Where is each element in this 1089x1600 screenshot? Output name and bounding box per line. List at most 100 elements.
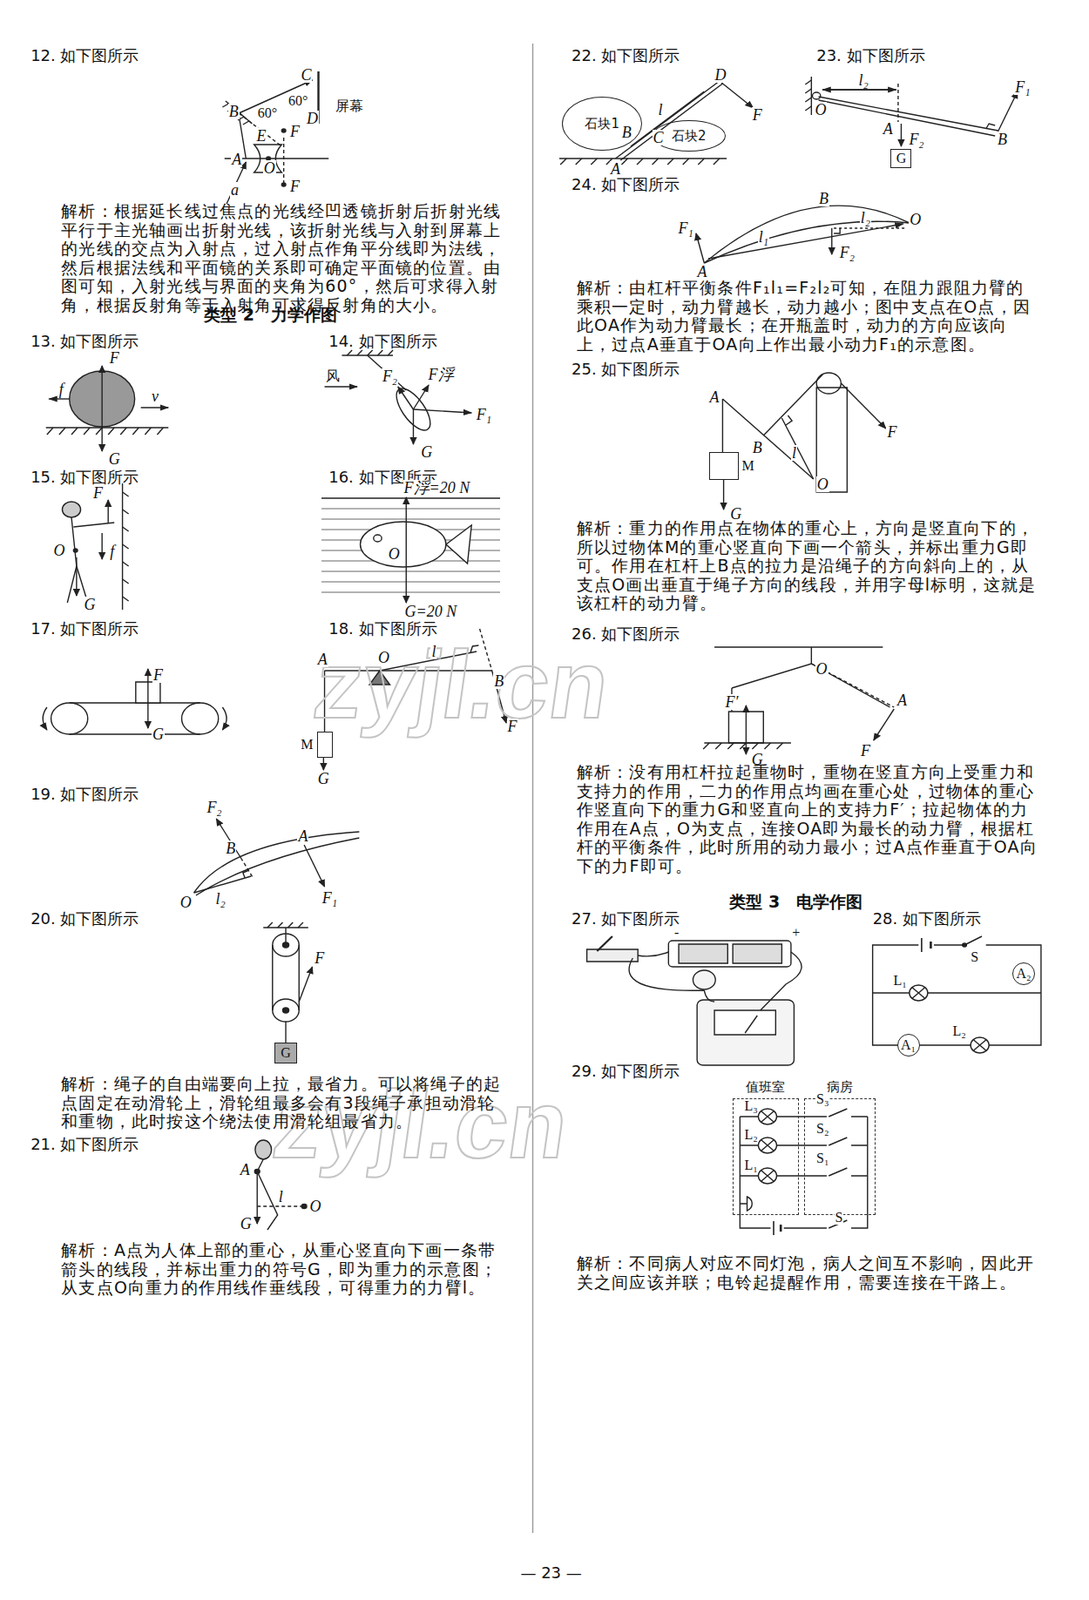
figure-label: F₁ xyxy=(677,220,695,237)
weight-box: M xyxy=(317,731,333,758)
figure-label: F xyxy=(152,667,164,684)
column-divider xyxy=(532,43,535,1534)
figure-label: G xyxy=(317,771,331,787)
item-heading: 25. 如下图所示 xyxy=(571,358,680,380)
crane-lever-figure xyxy=(763,374,823,436)
figure-label: F xyxy=(92,485,104,501)
hanging-lever-figure xyxy=(873,709,894,741)
figure-label: O xyxy=(815,661,829,677)
node-label: A₂ xyxy=(1015,967,1031,981)
crowbar-figure xyxy=(615,81,723,161)
node-label: M xyxy=(742,459,755,474)
pulley-figure xyxy=(298,967,312,1002)
stone-shape: 石块1 xyxy=(561,96,643,151)
page-number: — 23 — xyxy=(520,1563,582,1583)
node-label: G xyxy=(896,151,907,166)
figure-label: D xyxy=(714,67,728,83)
figure-label: O xyxy=(308,1198,322,1215)
kite-figure xyxy=(367,355,407,391)
figure-label: l xyxy=(656,101,663,118)
hinged-rod-figure xyxy=(804,80,812,111)
figure-label: E xyxy=(255,128,267,144)
figure-label: O xyxy=(263,160,277,176)
ward-call-circuit-figure xyxy=(757,1168,777,1184)
item-heading: 15. 如下图所示 xyxy=(30,466,139,488)
crane-lever-figure xyxy=(723,480,724,510)
bottle-opener-figure xyxy=(194,818,360,896)
item-heading: 18. 如下图所示 xyxy=(328,618,437,640)
figure-label: v xyxy=(150,388,160,405)
figure-label: a xyxy=(229,182,240,198)
figure-label: l₂ xyxy=(214,891,226,907)
item-heading: 22. 如下图所示 xyxy=(571,45,680,67)
ward-call-circuit-figure xyxy=(757,1109,777,1125)
crane-lever-figure xyxy=(785,415,792,426)
parallel-circuit-figure xyxy=(962,943,968,947)
rolling-ball-figure xyxy=(141,406,170,408)
figure-label: G=20 N xyxy=(404,603,459,620)
figure-label: S xyxy=(969,950,980,966)
kite-figure xyxy=(412,385,429,410)
pulley-figure xyxy=(283,942,290,948)
circuit-photo-figure xyxy=(596,936,613,952)
conveyor-figure xyxy=(42,669,227,735)
hanging-lever-figure xyxy=(745,705,747,728)
figure-label: L₁ xyxy=(744,1158,759,1174)
crowbar-figure xyxy=(560,158,720,165)
bottle-opener-lever-figure xyxy=(703,221,909,264)
figure-label: l₁ xyxy=(757,229,770,245)
circuit-photo-figure xyxy=(678,944,728,964)
figure-label: l xyxy=(430,643,437,660)
figure-label: + xyxy=(791,926,801,941)
conveyor-figure xyxy=(69,703,201,735)
optics-figure xyxy=(281,182,286,187)
figure-label: l xyxy=(791,445,798,461)
bottle-opener-lever-figure xyxy=(831,228,832,255)
hanging-lever-figure xyxy=(714,646,883,648)
hinged-rod-figure xyxy=(822,88,896,90)
item-heading: 28. 如下图所示 xyxy=(872,908,981,930)
figure-label: S₃ xyxy=(815,1092,830,1108)
figure-label: A xyxy=(317,651,329,668)
crane-lever-figure xyxy=(722,399,724,453)
hanging-lever-figure xyxy=(745,727,747,755)
ward-call-circuit-figure xyxy=(761,1111,774,1123)
figure-label: B xyxy=(751,439,764,456)
explanation-text: 解析：根据延长线过焦点的光线经凹透镜折射后折射光线平行于主光轴画出折射光线，该折… xyxy=(60,202,510,315)
figure-label: f xyxy=(58,381,65,398)
hanging-lever-figure xyxy=(703,743,783,750)
figure-label: F₁ xyxy=(1014,79,1031,95)
figure-label: O xyxy=(908,211,922,228)
parallel-circuit-figure xyxy=(872,992,1042,994)
figure-label: B xyxy=(493,673,505,690)
rolling-ball-figure xyxy=(46,365,170,452)
figure-label: F₁ xyxy=(321,890,339,907)
figure-label: C xyxy=(299,67,312,83)
person-wall-figure xyxy=(107,500,109,523)
kite-figure xyxy=(412,409,414,445)
hinged-rod-figure xyxy=(997,91,1018,134)
parallel-circuit-figure xyxy=(974,1040,987,1051)
conveyor-figure xyxy=(147,669,149,693)
figure-label: l xyxy=(277,1189,285,1205)
ward-call-circuit-figure xyxy=(739,1197,752,1211)
figure-label: G xyxy=(83,596,97,613)
figure-label: S₁ xyxy=(815,1151,830,1167)
person-wall-figure xyxy=(61,501,81,518)
explanation-text: 解析：绳子的自由端要向上拉，最省力。可以将绳子的起点固定在动滑轮上，滑轮组最多会… xyxy=(60,1075,510,1132)
figure-label: A xyxy=(896,692,908,709)
figure-label: O xyxy=(52,542,66,559)
weight-box: G xyxy=(274,1042,298,1064)
node-label: G xyxy=(280,1046,291,1061)
kite-figure xyxy=(412,409,472,413)
node-label: 石块2 xyxy=(671,129,707,143)
figure-label: G xyxy=(239,1216,253,1232)
figure-label: F₂ xyxy=(205,799,223,816)
explanation-text: 解析：不同病人对应不同灯泡，病人之间互不影响，因此开关之间应该并联；电铃起提醒作… xyxy=(576,1254,1042,1292)
meter-symbol: A₁ xyxy=(897,1034,920,1057)
circuit-photo-figure xyxy=(629,952,802,1011)
hinged-rod-figure xyxy=(812,92,821,100)
circuit-photo-figure xyxy=(714,1010,776,1035)
kite-figure xyxy=(324,350,473,445)
